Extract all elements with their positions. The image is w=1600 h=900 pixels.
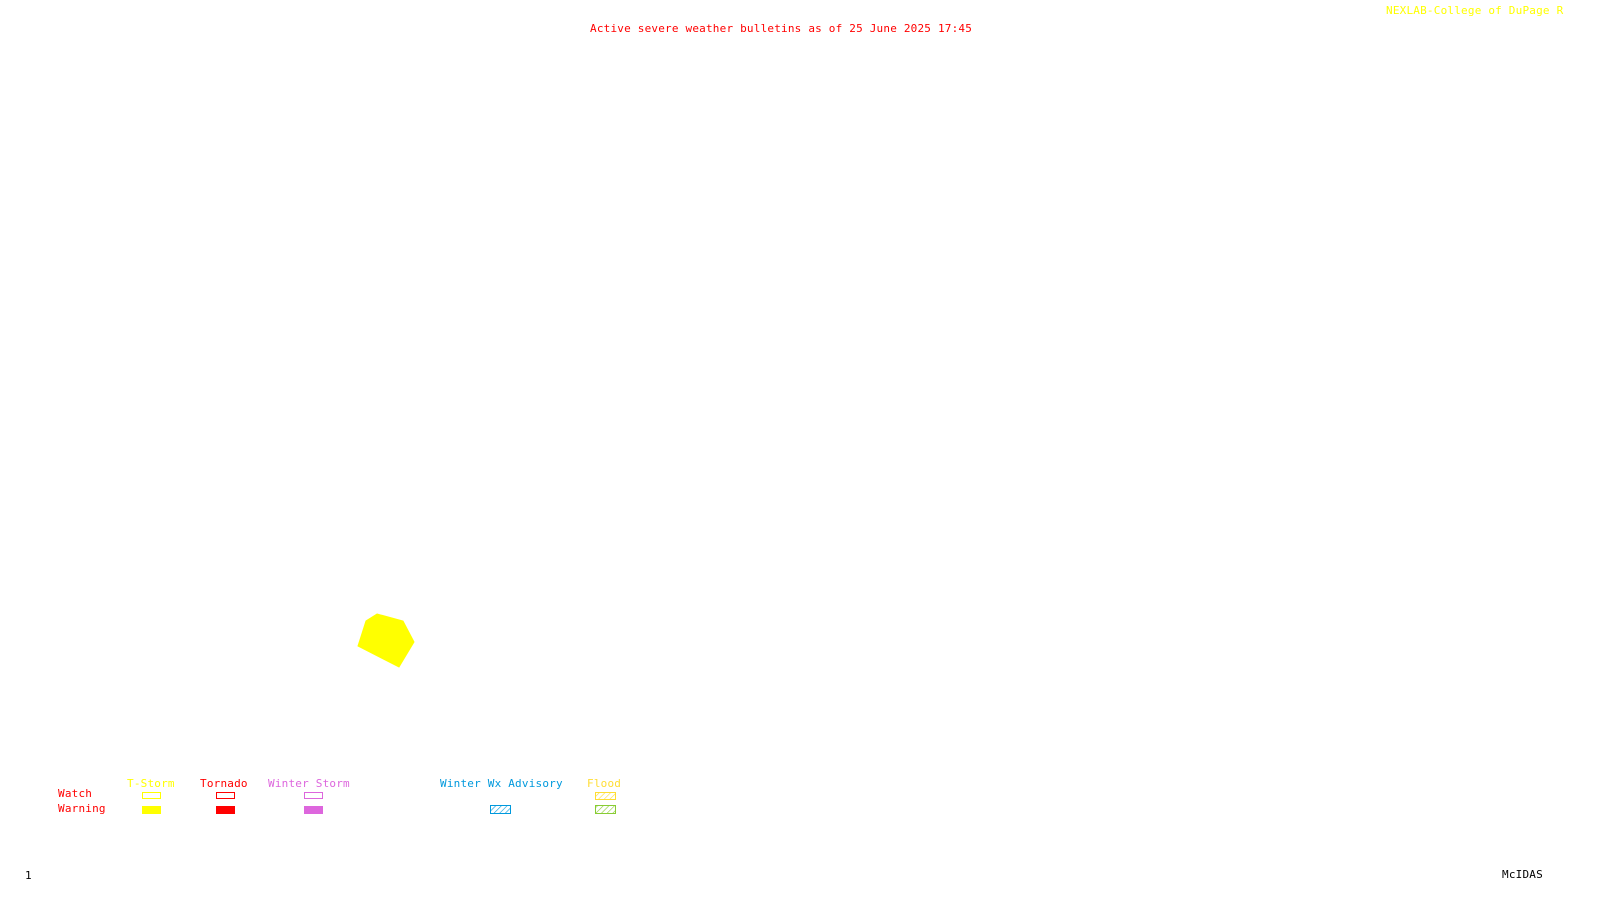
tstorm-warning-polygon xyxy=(357,613,415,668)
legend-winter-storm-warning-swatch xyxy=(304,806,323,814)
legend-flood-watch-swatch xyxy=(595,792,616,800)
legend-winter-storm-label: Winter Storm xyxy=(268,777,350,790)
bulletin-title: Active severe weather bulletins as of 25… xyxy=(590,22,973,35)
legend-warning-row-label: Warning xyxy=(58,802,106,815)
legend-tstorm-warning-swatch xyxy=(142,806,161,814)
legend-flood-label: Flood xyxy=(587,777,622,790)
legend-watch-row-label: Watch xyxy=(58,787,93,800)
credit-text: NEXLAB-College of DuPage R xyxy=(1386,4,1564,17)
legend-tornado-watch-swatch xyxy=(216,792,235,799)
legend-winter-storm-watch-swatch xyxy=(304,792,323,799)
legend-tstorm-watch-swatch xyxy=(142,792,161,799)
software-label: McIDAS xyxy=(1502,868,1543,881)
legend-tornado-label: Tornado xyxy=(200,777,248,790)
frame-number: 1 xyxy=(25,869,32,882)
legend-tstorm-label: T-Storm xyxy=(127,777,175,790)
legend-winter-wx-advisory-warning-swatch xyxy=(490,805,511,814)
legend-flood-warning-swatch xyxy=(595,805,616,814)
legend-winter-wx-advisory-label: Winter Wx Advisory xyxy=(440,777,563,790)
legend-tornado-warning-swatch xyxy=(216,806,235,814)
